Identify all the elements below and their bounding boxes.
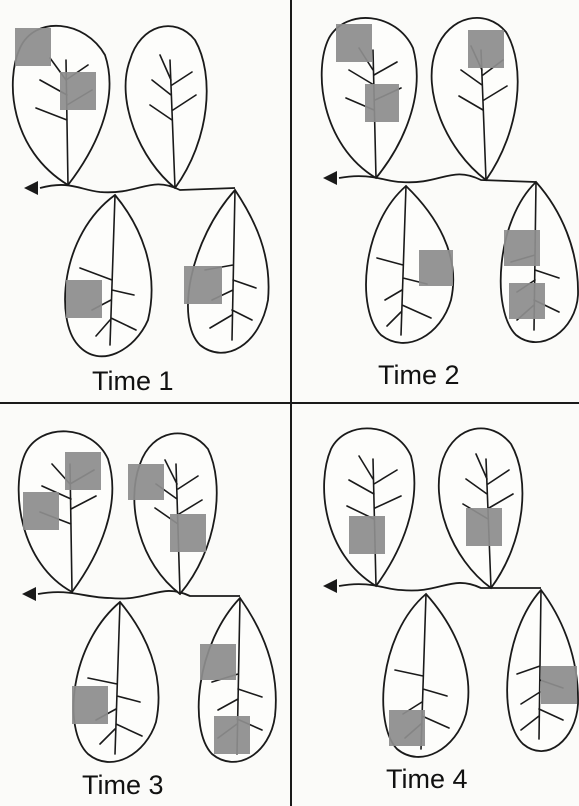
panel-label-time-3: Time 3	[82, 770, 164, 801]
panel-label-time-1: Time 1	[92, 366, 174, 397]
panel-time-2	[291, 0, 579, 402]
panel-time-3	[0, 404, 290, 806]
panel-label-time-2: Time 2	[378, 360, 460, 391]
panel-time-4	[291, 404, 579, 806]
leaf-top-left	[324, 428, 414, 586]
panel-label-time-4: Time 4	[386, 764, 468, 795]
panel-time-1	[0, 0, 290, 402]
leaf-bottom-left	[65, 195, 152, 356]
leaf-top-right	[134, 433, 216, 594]
plant-drawing	[13, 26, 269, 357]
leaf-top-right	[126, 26, 207, 188]
horizontal-divider	[0, 402, 579, 404]
plant-drawing	[323, 428, 578, 757]
